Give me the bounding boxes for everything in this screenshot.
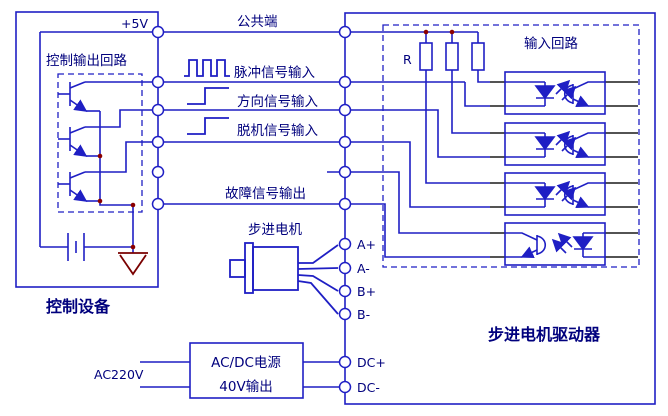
optocoupler-icon	[504, 71, 606, 115]
transistor-icon	[58, 141, 152, 202]
fault-optocoupler-icon	[504, 222, 606, 266]
terminal-label-a-plus: A+	[357, 237, 376, 252]
pulse-signal-label: 脉冲信号输入	[234, 65, 315, 81]
offline-signal-label: 脱机信号输入	[237, 123, 318, 139]
terminal-b-plus	[338, 284, 352, 298]
offline-to-opto3-cathode	[345, 141, 490, 208]
terminal-circle	[151, 103, 165, 117]
terminal-label-b-plus: B+	[357, 284, 376, 299]
terminal-label-b-minus: B-	[357, 307, 370, 322]
motor-wire-a-plus	[298, 244, 339, 264]
driver-wires	[345, 32, 490, 258]
offline-step-waveform-icon	[187, 117, 229, 135]
signal-wires	[158, 81, 465, 205]
resistor-icon	[471, 42, 485, 71]
terminal-label-a-minus: A-	[357, 261, 370, 276]
transistor-icon	[58, 81, 152, 112]
control-device-box	[15, 11, 159, 288]
terminal-a-plus	[338, 237, 352, 251]
terminal-a-minus	[338, 261, 352, 275]
terminal-circle	[338, 135, 352, 149]
terminals	[151, 25, 352, 394]
terminal4-to-opto4	[345, 171, 490, 234]
common-label: 公共端	[237, 14, 278, 30]
terminal-circle	[338, 25, 352, 39]
battery-icon	[40, 233, 133, 261]
pulse-to-opto1-cathode	[464, 82, 490, 107]
terminal-label-dc-minus: DC-	[357, 380, 380, 395]
output-loop-label: 控制输出回路	[46, 53, 127, 69]
control-output-loop-dashed-box	[57, 73, 143, 213]
junction-dots	[97, 29, 455, 250]
optocoupler-icon	[504, 122, 606, 166]
r3-to-opto1-anode	[477, 70, 490, 83]
power-box-line1: AC/DC电源	[211, 355, 281, 371]
optocoupler-icon	[504, 172, 606, 216]
terminal-circle	[151, 75, 165, 89]
resistor-icon	[445, 42, 459, 71]
terminal-circle	[338, 165, 352, 179]
motor-wire-a-minus	[297, 267, 339, 270]
power-box-line2: 40V输出	[219, 379, 272, 395]
direction-step-waveform-icon	[187, 87, 229, 105]
terminal-circle	[338, 103, 352, 117]
terminal-circle	[151, 25, 165, 39]
stepper-motor-icon	[229, 242, 339, 315]
terminal-circle	[151, 165, 165, 179]
control-device-wires	[39, 31, 478, 261]
transistor-icon	[58, 109, 152, 157]
input-loop-dashed-box	[382, 24, 640, 268]
terminal-b-minus	[338, 307, 352, 321]
terminal-circle	[338, 75, 352, 89]
fault-to-opto4	[345, 203, 490, 258]
fault-signal-label: 故障信号输出	[225, 186, 306, 202]
terminal-dc-plus	[338, 355, 352, 369]
terminal-circle	[338, 197, 352, 211]
supply-label: +5V	[121, 16, 148, 31]
control-device-label: 控制设备	[46, 297, 111, 316]
power-wires	[140, 361, 339, 388]
ground-icon	[118, 252, 148, 276]
direction-signal-label: 方向信号输入	[237, 94, 318, 110]
motor-wire-b-plus	[297, 274, 339, 292]
terminal-label-dc-plus: DC+	[357, 355, 386, 370]
driver-box	[344, 12, 656, 405]
stepper-motor-label: 步进电机	[248, 222, 302, 238]
emitter-bus-wire	[99, 111, 134, 253]
r1-to-opto3-anode	[425, 70, 490, 184]
motor-wire-b-minus	[297, 280, 339, 315]
resistor-icon	[419, 42, 433, 71]
input-loop-label: 输入回路	[524, 36, 578, 52]
pulse-waveform-icon	[184, 59, 230, 77]
driver-label: 步进电机驱动器	[488, 325, 601, 344]
terminal-circle	[151, 135, 165, 149]
power-supply-box	[189, 342, 304, 399]
resistor-label: R	[403, 52, 412, 67]
r2-to-opto2-anode	[451, 70, 490, 134]
direction-to-opto2-cathode	[345, 109, 490, 158]
terminal-dc-minus	[338, 380, 352, 394]
terminal-circle	[151, 197, 165, 211]
opto-pin-stubs	[490, 81, 638, 258]
ac-input-label: AC220V	[94, 367, 144, 382]
